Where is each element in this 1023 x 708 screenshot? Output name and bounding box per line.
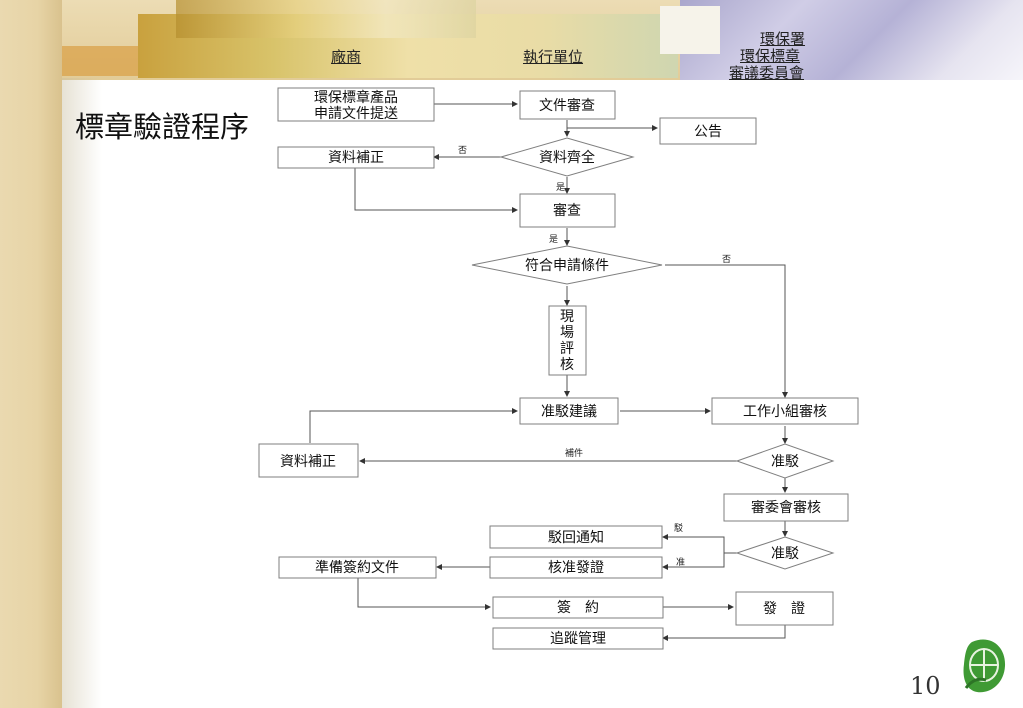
nav-link-review-committee[interactable]: 審議委員會 (729, 64, 805, 82)
nav-link-vendor[interactable]: 廠商 (331, 48, 362, 66)
node-correction1: 資料補正 (277, 146, 435, 169)
node-site-eval: 現 場 評 核 (548, 305, 587, 376)
node-reject-notice: 駁回通知 (489, 525, 663, 549)
connector-correction2-to-suggest (309, 408, 518, 443)
node-working-group-label: 工作小組審核 (743, 404, 827, 420)
node-apply-line1: 環保標章產品 (314, 89, 398, 106)
connector-approve (662, 552, 737, 570)
edge-label-reject: 駁 (674, 522, 683, 534)
edge-label-no-1: 否 (458, 145, 467, 156)
edge-label-supplement: 補件 (565, 447, 583, 459)
edge-label-approve: 准 (676, 557, 685, 568)
green-leaf-globe-icon (963, 639, 1006, 693)
node-issue-cert-label: 發 證 (763, 600, 805, 617)
node-meets-conditions: 符合申請條件 (471, 245, 663, 285)
node-correction2-label: 資料補正 (280, 454, 336, 470)
node-site-eval-char3: 評 (560, 341, 574, 357)
node-data-complete: 資料齊全 (499, 137, 635, 177)
node-approve-issue: 核准發證 (489, 556, 663, 579)
node-reject-notice-label: 駁回通知 (548, 529, 604, 546)
connector-correction1-to-review (354, 168, 518, 213)
node-announce: 公告 (659, 117, 757, 145)
banner-flower-image (680, 0, 1023, 80)
node-doc-review: 文件審查 (519, 90, 616, 120)
banner-leaf-image-upper (176, 0, 476, 38)
node-approve-suggest: 准駁建議 (519, 397, 619, 425)
node-site-eval-char1: 現 (560, 309, 574, 325)
node-prepare-contract: 準備簽約文件 (278, 556, 437, 579)
node-working-group: 工作小組審核 (711, 397, 859, 425)
node-approve-reject1: 准駁 (735, 443, 835, 479)
nav-link-eco-label[interactable]: 環保標章 (740, 47, 801, 65)
node-tracking-label: 追蹤管理 (550, 631, 606, 647)
edge-label-yes-1: 是 (556, 182, 565, 193)
nav-link-epa[interactable]: 環保署 (760, 30, 806, 48)
node-approve-issue-label: 核准發證 (548, 559, 604, 576)
node-approve-suggest-label: 准駁建議 (541, 403, 597, 420)
node-site-eval-char4: 核 (560, 357, 574, 373)
page-title: 標章驗證程序 (75, 110, 250, 144)
node-announce-label: 公告 (694, 124, 722, 140)
node-review-label: 審查 (553, 203, 581, 219)
node-prepare-contract-label: 準備簽約文件 (315, 559, 399, 576)
connector-prepare-to-sign (357, 578, 491, 610)
node-sign-label: 簽 約 (557, 599, 599, 616)
node-committee-review: 審委會審核 (723, 493, 849, 522)
node-approve-reject2: 准駁 (735, 536, 835, 570)
node-apply-line2: 申請文件提送 (314, 106, 398, 122)
connector-cert-to-tracking (662, 625, 786, 641)
node-site-eval-char2: 場 (560, 325, 574, 341)
node-approve-reject2-label: 准駁 (771, 546, 799, 562)
edge-label-yes-2: 是 (549, 234, 558, 245)
node-review: 審查 (519, 193, 616, 228)
node-apply: 環保標章產品 申請文件提送 (277, 87, 435, 122)
banner-white-patch (660, 6, 720, 54)
connector-reject (662, 534, 737, 554)
connectors (309, 101, 788, 641)
node-approve-reject1-label: 准駁 (771, 454, 799, 470)
edge-label-no-2: 否 (722, 254, 731, 265)
node-correction1-label: 資料補正 (328, 150, 384, 166)
node-correction2: 資料補正 (258, 443, 359, 478)
page-number: 10 (910, 672, 941, 700)
left-parchment-strip (0, 0, 102, 708)
nav-link-executing-unit[interactable]: 執行單位 (523, 48, 584, 66)
connector-meets-no (665, 264, 788, 398)
node-meets-conditions-label: 符合申請條件 (525, 258, 609, 274)
node-tracking: 追蹤管理 (492, 627, 664, 650)
node-committee-review-label: 審委會審核 (751, 500, 821, 516)
node-data-complete-label: 資料齊全 (539, 149, 595, 166)
node-issue-cert: 發 證 (735, 591, 834, 626)
node-sign: 簽 約 (492, 596, 664, 619)
top-banner: 廠商 執行單位 環保署 環保標章 審議委員會 (0, 0, 1023, 82)
node-doc-review-label: 文件審查 (539, 98, 595, 114)
